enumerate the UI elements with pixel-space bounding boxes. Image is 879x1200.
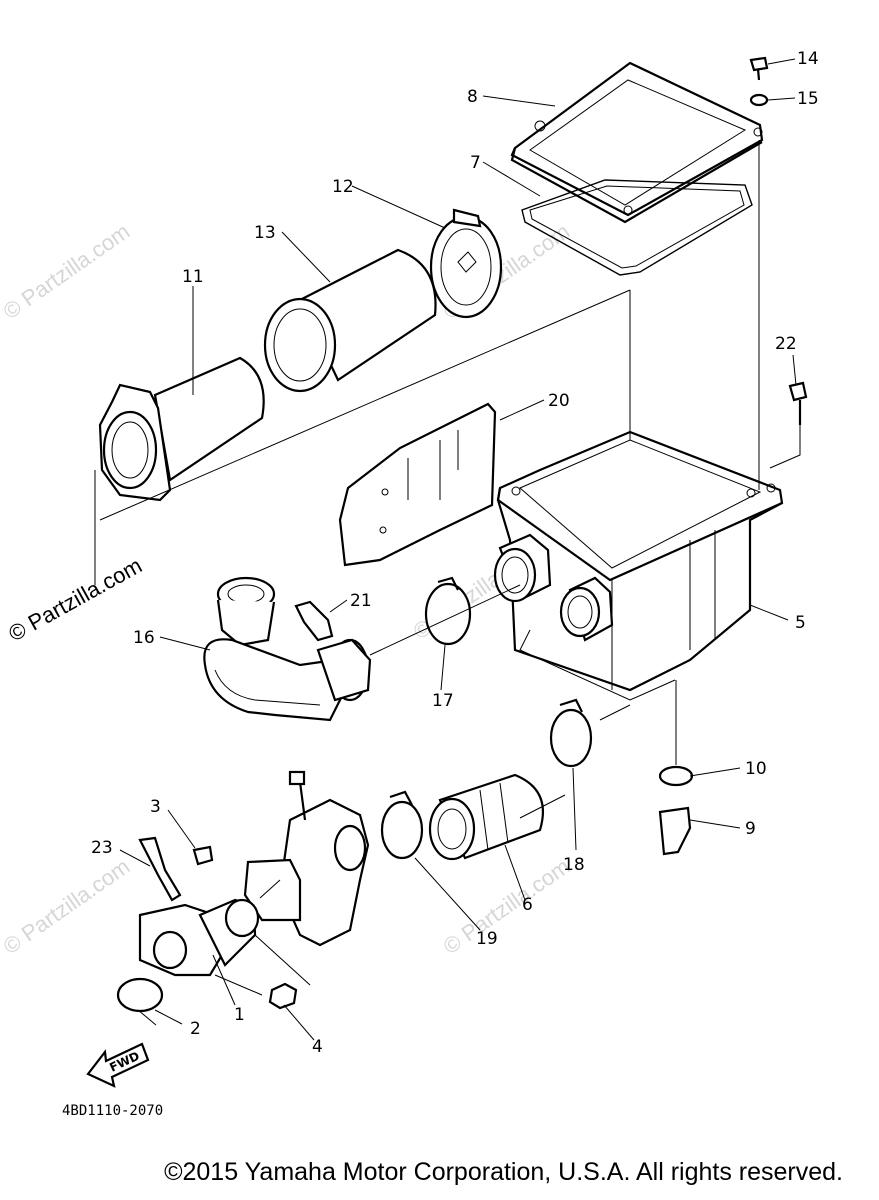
clamp-17 (424, 576, 472, 646)
callout-16: 16 (133, 628, 155, 648)
callout-19: 19 (476, 929, 498, 949)
filter-guide (98, 356, 265, 502)
callout-21: 21 (350, 591, 372, 611)
callout-11: 11 (182, 267, 204, 287)
nut-4 (268, 982, 298, 1010)
callouts: 14 15 8 7 12 13 11 22 20 21 5 16 17 10 3… (91, 49, 819, 1057)
box-bolt (788, 381, 808, 425)
callout-14: 14 (797, 49, 819, 69)
drain-clamp (658, 765, 694, 787)
callout-8: 8 (467, 87, 478, 107)
callout-20: 20 (548, 391, 570, 411)
callout-23: 23 (91, 838, 113, 858)
callout-5: 5 (795, 613, 806, 633)
callout-12: 12 (332, 177, 354, 197)
intake-manifold (138, 898, 260, 977)
callout-6: 6 (522, 895, 533, 915)
callout-7: 7 (470, 153, 481, 173)
callout-9: 9 (745, 819, 756, 839)
callout-13: 13 (254, 223, 276, 243)
callout-18: 18 (563, 855, 585, 875)
air-box-cover (510, 61, 764, 224)
callout-4: 4 (312, 1037, 323, 1057)
watermark: © Partzilla.com (4, 553, 146, 647)
watermark-faint: © Partzilla.com (0, 219, 134, 325)
filter-cap (429, 208, 503, 319)
drawing-code: 4BD1110-2070 (62, 1103, 163, 1119)
callout-2: 2 (190, 1019, 201, 1039)
watermark-faint: © Partzilla.com (0, 854, 134, 960)
callout-1: 1 (234, 1005, 245, 1025)
clamp-19 (380, 790, 424, 860)
filter-element (263, 248, 437, 393)
clip-23 (138, 836, 182, 902)
carburetor (243, 770, 370, 947)
callout-22: 22 (775, 334, 797, 354)
drain-cap (658, 806, 692, 856)
callout-17: 17 (432, 691, 454, 711)
intake-joint (203, 576, 372, 722)
fwd-arrow: FWD (86, 1042, 150, 1088)
breather-hose (294, 600, 334, 642)
callout-3: 3 (150, 797, 161, 817)
callout-15: 15 (797, 89, 819, 109)
cover-washer (749, 93, 769, 107)
air-box-spigots (493, 533, 614, 642)
clamp-18 (549, 698, 593, 768)
leader-lines (94, 58, 801, 1041)
manifold-gasket (116, 977, 164, 1013)
carb-joint (428, 773, 545, 861)
cover-gasket (521, 179, 753, 276)
screw-3 (192, 845, 214, 866)
cover-bolt (749, 56, 769, 81)
copyright-notice: ©2015 Yamaha Motor Corporation, U.S.A. A… (164, 1158, 843, 1186)
side-plate (338, 402, 497, 567)
callout-10: 10 (745, 759, 767, 779)
